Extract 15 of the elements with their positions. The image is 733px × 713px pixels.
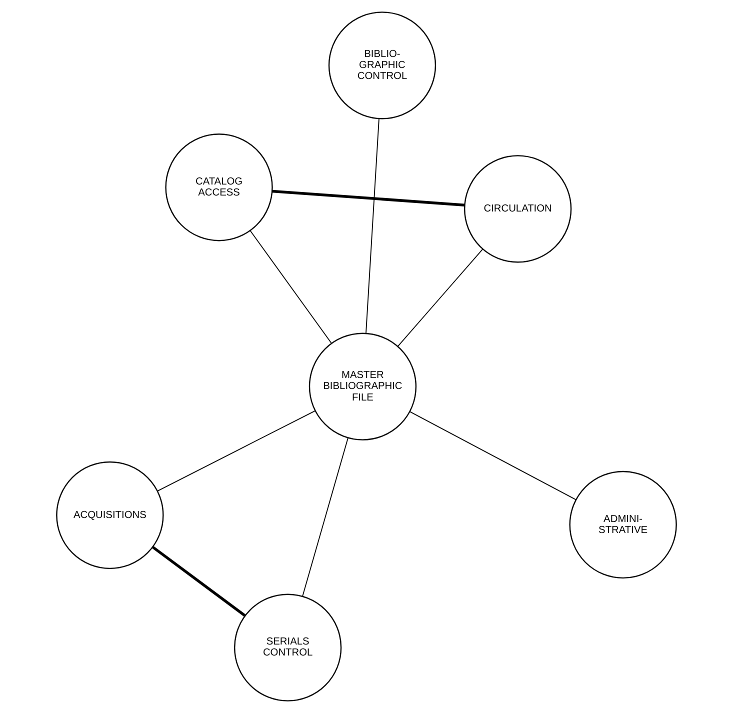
node-circle: MASTER BIBLIOGRAPHIC FILE: [308, 332, 417, 440]
connector: [272, 190, 465, 206]
node-circle: ADMINI- STRATIVE: [569, 470, 677, 579]
node-circle: ACQUISITIONS: [56, 461, 164, 570]
connector: [157, 410, 316, 492]
connector: [152, 546, 246, 617]
node-circle: CIRCULATION: [464, 155, 572, 263]
node-circle: CATALOG ACCESS: [165, 134, 273, 242]
connector: [366, 118, 380, 334]
connector: [410, 411, 576, 500]
connector: [302, 437, 348, 596]
node-circle: BIBLIO- GRAPHIC CONTROL: [328, 12, 436, 120]
connector: [397, 248, 484, 347]
connector: [250, 230, 332, 344]
node-circle: SERIALS CONTROL: [234, 594, 342, 702]
